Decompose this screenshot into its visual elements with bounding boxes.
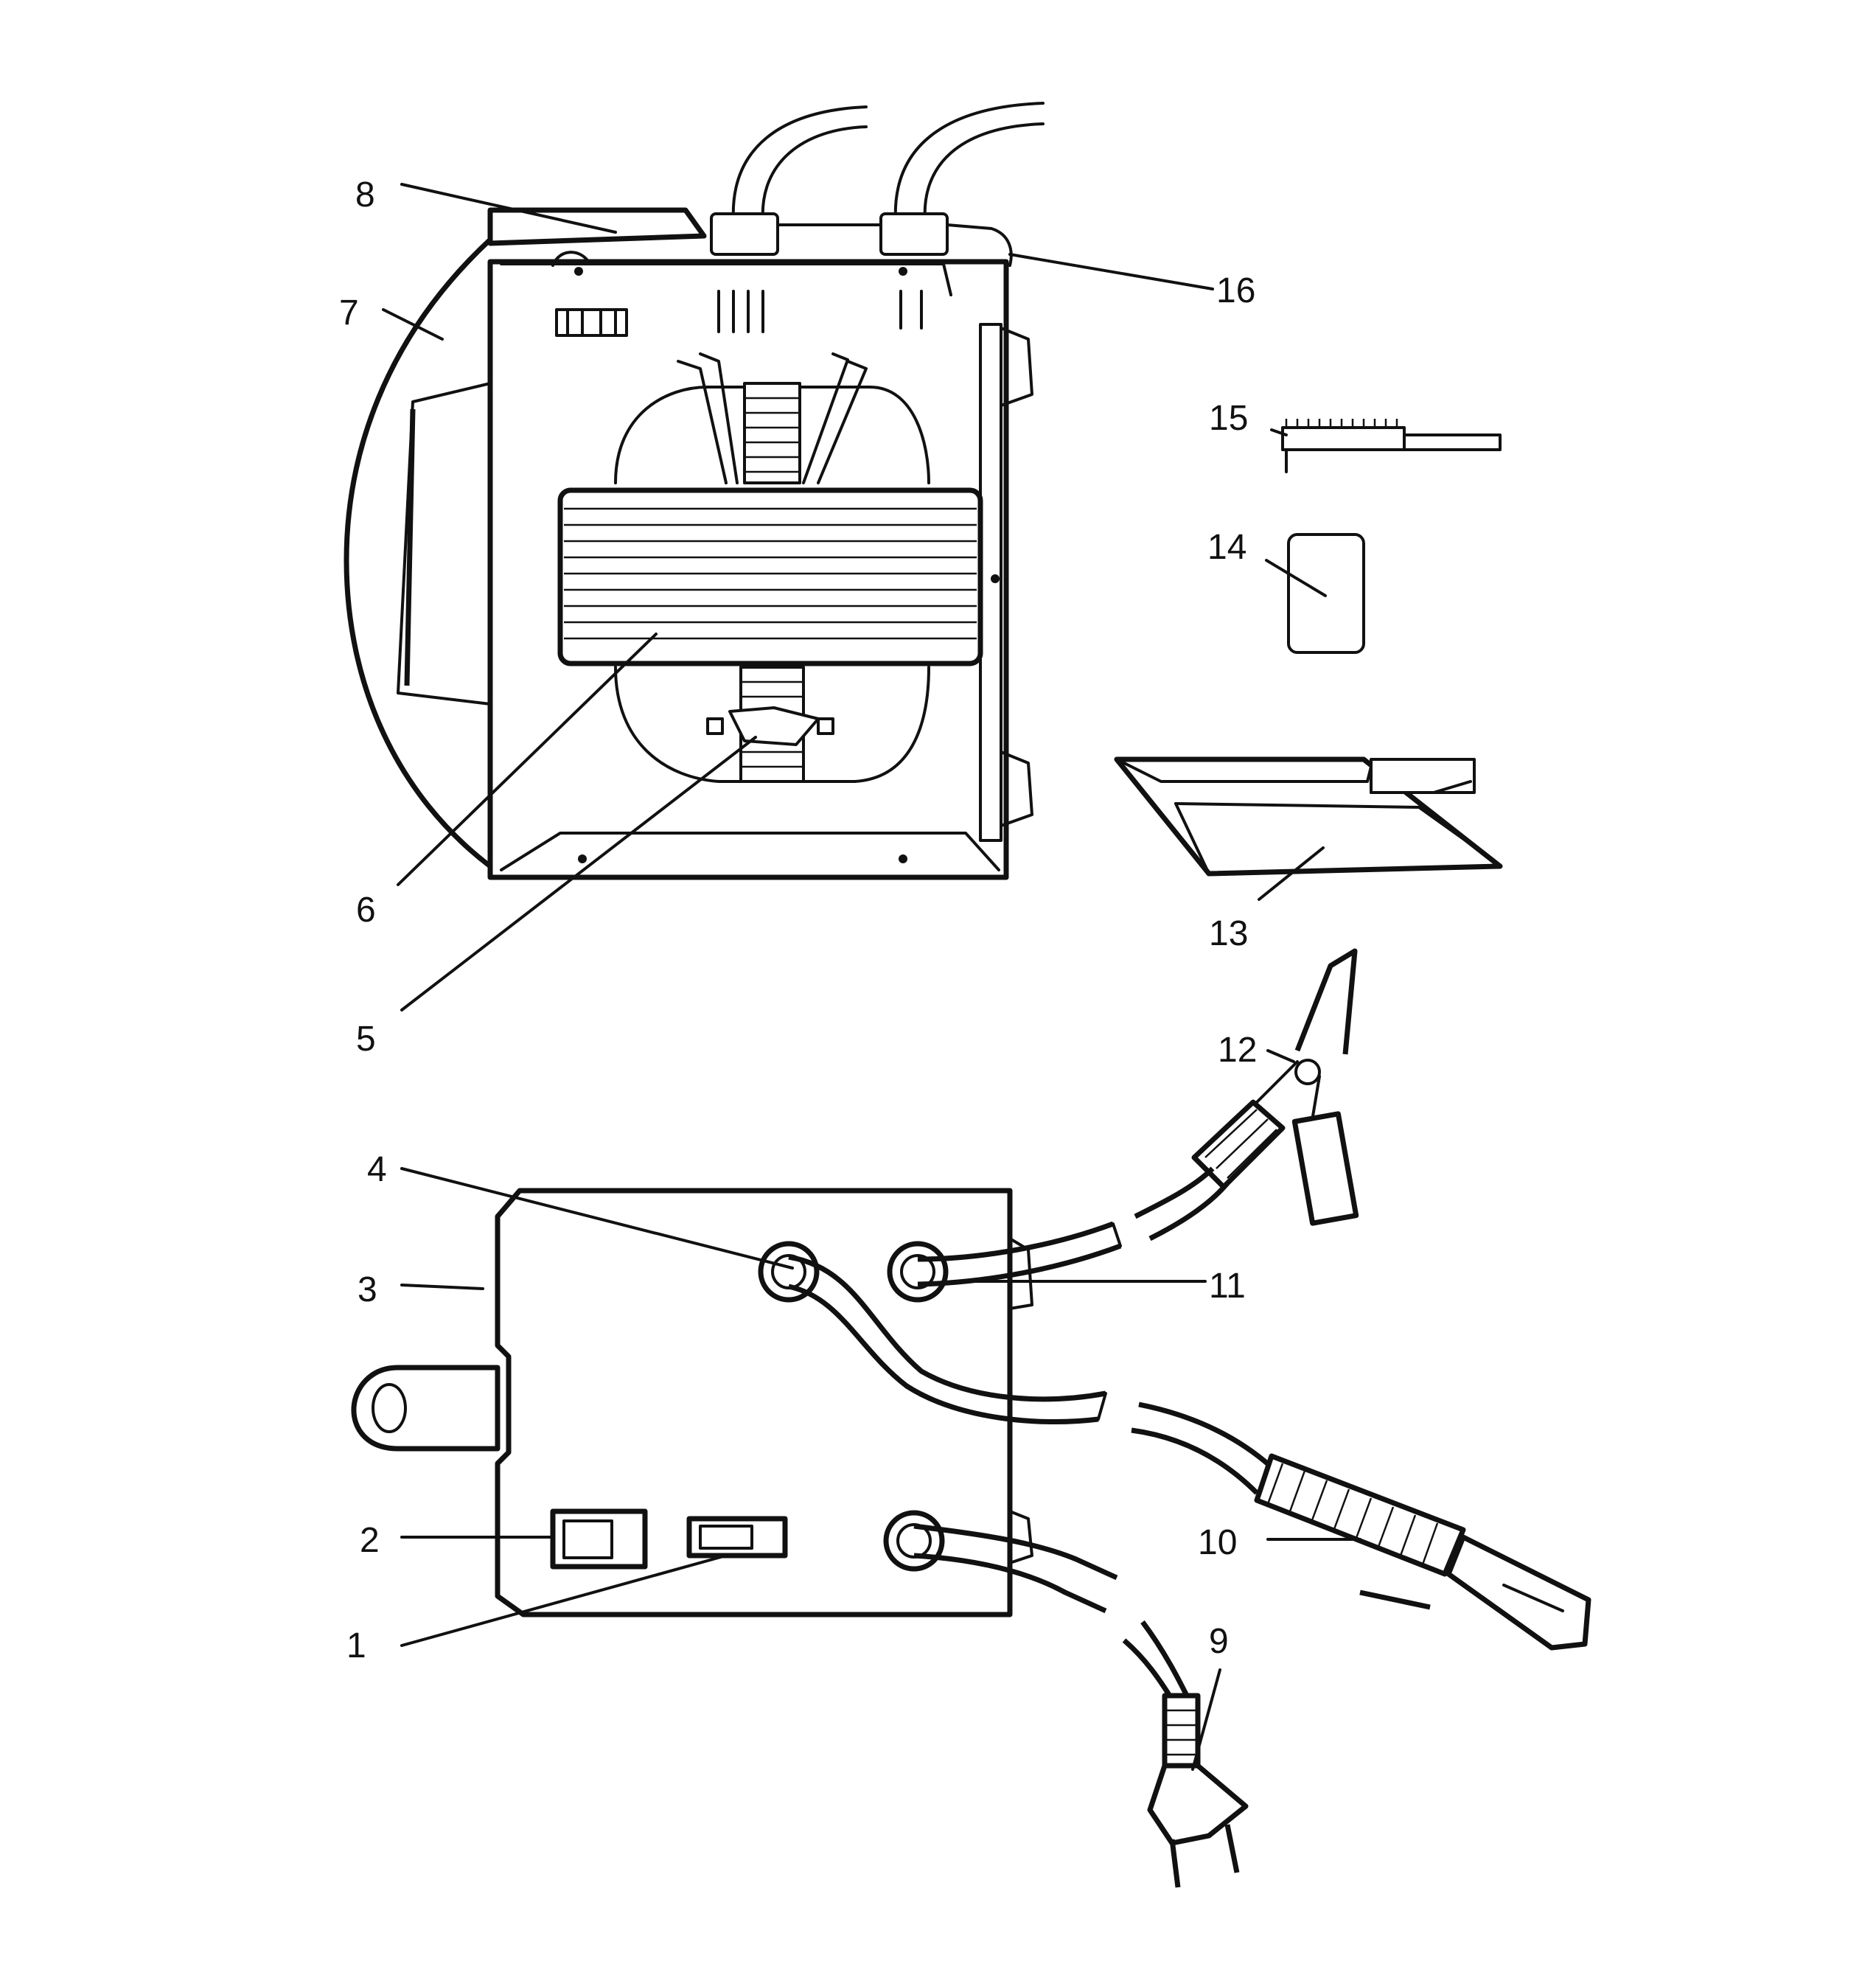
bottom-unit-front-panel	[351, 1166, 1591, 1888]
leader-4	[400, 1167, 794, 1270]
coil-lower	[614, 666, 930, 783]
callout-5: 5	[356, 1020, 376, 1059]
leader-13	[1258, 846, 1325, 901]
leader-8	[400, 183, 617, 234]
electrode-holder-10	[1254, 1453, 1591, 1651]
power-switch-2-rocker	[562, 1519, 613, 1559]
rivet	[899, 854, 907, 863]
wire-brush-15	[1270, 419, 1502, 473]
housing-top-flange	[500, 262, 952, 296]
top-bar	[776, 223, 1013, 267]
winding-upper-turns	[745, 397, 800, 473]
clamp-arm-right	[802, 352, 868, 484]
top-unit-open-housing	[344, 102, 1214, 1011]
handle-stub	[351, 1365, 501, 1452]
switch-block	[555, 308, 628, 337]
leader-1	[400, 1554, 728, 1647]
callout-4: 4	[367, 1150, 387, 1189]
top-cable-left	[731, 105, 868, 223]
rectifier-5	[728, 706, 820, 746]
callout-labels: 1 2 3 4 5 6 7 8 9 10 11 12 13 14 15 16	[339, 175, 1257, 1665]
housing-bottom-flange	[500, 832, 1000, 871]
switch-pins	[566, 308, 617, 337]
panel-tab-top	[1008, 1237, 1033, 1310]
cable-10-far	[1131, 1401, 1274, 1495]
callout-7: 7	[339, 293, 359, 332]
leader-3	[400, 1284, 484, 1290]
leader-14	[1265, 559, 1327, 597]
mains-plug-9	[1147, 1693, 1249, 1888]
gland-right	[879, 212, 949, 256]
top-cable-left-inner	[761, 125, 868, 223]
rail-tab-bottom	[1000, 751, 1033, 827]
socket-bottom-right	[883, 1510, 945, 1572]
mains-cable-9-far	[1122, 1620, 1190, 1701]
callout-6: 6	[356, 891, 376, 930]
panel-tab-bottom	[1008, 1510, 1033, 1564]
cable-11-far	[1134, 1166, 1230, 1242]
accessories	[1114, 419, 1503, 1226]
socket-top-right-inner	[900, 1254, 935, 1289]
face-shield-13	[1114, 756, 1503, 877]
cable-10	[788, 1254, 1106, 1425]
leader-6	[397, 633, 658, 886]
callout-11: 11	[1209, 1267, 1246, 1306]
indicator-1-lamp	[699, 1525, 753, 1550]
leader-5	[400, 736, 757, 1011]
terminal-right	[899, 290, 923, 330]
rectifier-tab-right	[817, 717, 834, 735]
rivet	[991, 574, 1000, 583]
clamp-arm-left	[677, 352, 739, 484]
handle-stub-hole	[372, 1383, 407, 1433]
handle-7-grip	[404, 408, 416, 686]
housing-right-rail	[979, 323, 1002, 842]
front-panel-3	[495, 1188, 1013, 1617]
callout-12: 12	[1218, 1031, 1257, 1070]
terminal-left	[717, 290, 764, 333]
callout-8: 8	[355, 175, 375, 215]
rail-tab-top	[1000, 327, 1033, 407]
callout-13: 13	[1209, 914, 1248, 953]
rivet	[899, 267, 907, 276]
leader-12	[1266, 1049, 1295, 1063]
lamination-lines	[564, 507, 977, 640]
callout-10: 10	[1198, 1523, 1237, 1562]
indicator-1	[686, 1516, 788, 1559]
callout-2: 2	[360, 1521, 380, 1560]
leader-9	[1191, 1668, 1221, 1771]
leader-16	[1008, 253, 1214, 290]
rivet	[574, 267, 583, 276]
socket-top-right	[887, 1241, 949, 1303]
mains-cable-9	[913, 1523, 1118, 1614]
rectifier-tab-left	[706, 717, 724, 735]
cable-10-cut-end	[1097, 1392, 1107, 1421]
callout-14: 14	[1207, 528, 1246, 567]
earth-clamp-12	[1191, 948, 1359, 1226]
gland-left	[710, 212, 779, 256]
rivet	[578, 854, 587, 863]
callout-15: 15	[1209, 399, 1248, 438]
handle-7	[344, 237, 492, 868]
callout-3: 3	[358, 1270, 377, 1309]
cable-11-cut-end	[1112, 1222, 1122, 1247]
switch-8	[551, 251, 591, 267]
transformer-core-6	[557, 487, 983, 666]
cable-11	[917, 1221, 1122, 1287]
winding-upper	[743, 382, 801, 484]
handle-7-inner	[397, 382, 492, 706]
housing-frame	[487, 259, 1009, 880]
callout-9: 9	[1209, 1622, 1229, 1661]
coil-upper	[614, 386, 930, 484]
shield-glass-14	[1287, 533, 1365, 654]
callout-16: 16	[1216, 271, 1255, 310]
callout-1: 1	[346, 1626, 366, 1665]
housing-back-outline	[487, 207, 707, 246]
top-cable-right	[893, 102, 1045, 223]
leader-7	[382, 308, 444, 341]
top-cable-right-inner	[923, 122, 1045, 223]
